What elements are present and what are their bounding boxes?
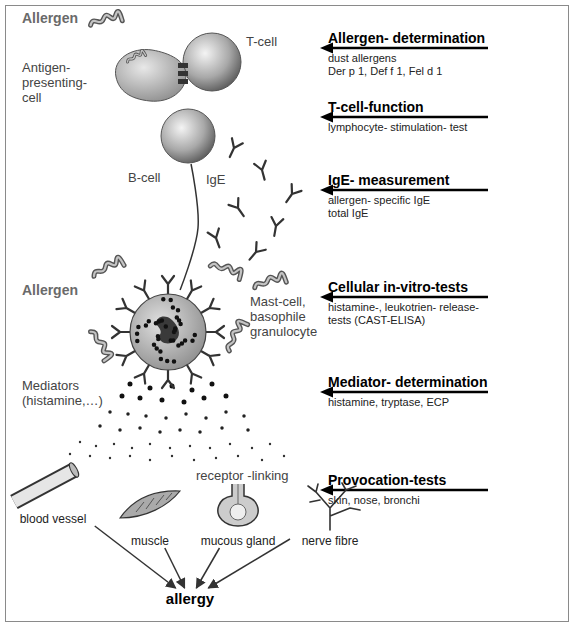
node-shape — [160, 108, 216, 164]
mediator-granules — [100, 412, 248, 432]
gland-lumen — [230, 504, 246, 520]
allergen-label: Allergen — [22, 10, 78, 26]
connector-line — [180, 164, 198, 290]
node-label: Mast-cell, basophile granulocyte — [250, 294, 324, 339]
bound-ige — [162, 370, 174, 388]
process-label: receptor -linking — [196, 468, 289, 483]
ige-antibody — [281, 184, 301, 206]
method-detail: skin, nose, bronchi — [328, 494, 420, 507]
connector-arrow — [208, 539, 290, 588]
allergen-molecule — [253, 273, 286, 288]
node-shape — [126, 290, 210, 374]
mediator-granules — [70, 442, 284, 460]
method-heading: Allergen- determination — [328, 30, 485, 46]
node-label: muscle — [116, 534, 184, 548]
receptor-bar — [178, 79, 188, 84]
node-label: T-cell — [246, 34, 306, 49]
nerve-branches — [308, 483, 360, 530]
method-detail: lymphocyte- stimulation- test — [328, 121, 467, 134]
ige-antibody — [245, 242, 266, 264]
method-detail: allergen- specific IgE — [328, 194, 430, 207]
allergen-molecule — [221, 319, 247, 351]
method-heading: Cellular in-vitro-tests — [328, 279, 468, 295]
antibody-label: IgE — [206, 172, 226, 187]
pointer-arrow — [330, 189, 488, 192]
vessel-opening — [68, 462, 81, 479]
antigen-presenting-cell: Antigen- presenting- cell — [110, 45, 190, 105]
outcome-node: allergy — [150, 588, 230, 610]
muscle-striation — [136, 493, 172, 512]
mediator-label: Mediators (histamine,…) — [22, 378, 112, 408]
bound-ige — [206, 326, 224, 338]
method-detail: histamine-, leukotrien- release- tests (… — [328, 301, 500, 327]
pointer-arrow — [330, 391, 488, 394]
node-label: nerve fibre — [290, 534, 370, 548]
cell-body — [161, 109, 215, 163]
pointer-arrow — [330, 116, 488, 119]
figure-frame — [6, 6, 569, 622]
node-label: mucous gland — [196, 534, 280, 548]
vessel-wall — [14, 470, 74, 502]
node-shape — [110, 45, 190, 105]
allergen-molecule — [91, 328, 113, 361]
ige-antibody — [228, 198, 248, 220]
method-heading: Mediator- determination — [328, 374, 487, 390]
connector-arrow — [165, 548, 185, 588]
bound-ige — [162, 276, 174, 294]
method-heading: T-cell-function — [328, 99, 424, 115]
method-detail: total IgE — [328, 207, 368, 220]
cell-granules — [137, 299, 195, 361]
method-heading: Provocation-tests — [328, 472, 446, 488]
muscle-spindle — [120, 491, 180, 518]
node-label: allergy — [150, 588, 230, 610]
ige-antibody — [208, 228, 225, 249]
node-label: blood vessel — [8, 512, 98, 526]
tissue-vessel: blood vessel — [8, 462, 98, 526]
cell-body — [183, 33, 241, 91]
cell-body — [115, 50, 186, 102]
connector-arrow — [95, 526, 176, 588]
gland-body — [218, 484, 258, 526]
receptor-bar — [178, 63, 188, 68]
node-shape — [182, 32, 242, 92]
b-cell: B-cell — [160, 108, 216, 164]
method-heading: IgE- measurement — [328, 172, 449, 188]
allergen-molecule — [91, 256, 124, 276]
pointer-arrow — [330, 47, 488, 50]
pointer-arrow — [330, 296, 488, 299]
ige-antibody — [268, 217, 283, 237]
bound-ige — [112, 326, 130, 338]
tissue-gland: mucous gland — [196, 484, 280, 548]
method-detail: histamine, tryptase, ECP — [328, 396, 449, 409]
tissue-nerve: nerve fibre — [290, 482, 370, 548]
t-cell: T-cell — [182, 32, 242, 92]
gland-duct — [238, 484, 239, 504]
method-detail: Der p 1, Def f 1, Fel d 1 — [328, 65, 442, 78]
ige-antibody — [254, 161, 270, 181]
ige-antibody — [224, 138, 242, 159]
tissue-muscle: muscle — [116, 488, 184, 548]
vessel-lumen — [14, 470, 74, 502]
receptor-bar — [178, 71, 188, 76]
connector-arrow — [196, 548, 219, 588]
allergen-label: Allergen — [22, 282, 78, 298]
allergen-molecule — [89, 11, 122, 25]
cell-body — [130, 294, 206, 370]
mast-cell: Mast-cell, basophile granulocyte — [126, 290, 210, 374]
node-label: B-cell — [128, 170, 178, 185]
node-label: Antigen- presenting- cell — [22, 60, 94, 105]
pointer-arrow — [330, 489, 488, 492]
allergen-molecule — [210, 257, 243, 279]
method-detail: dust allergens — [328, 52, 397, 65]
allergen-fragment — [126, 50, 146, 62]
